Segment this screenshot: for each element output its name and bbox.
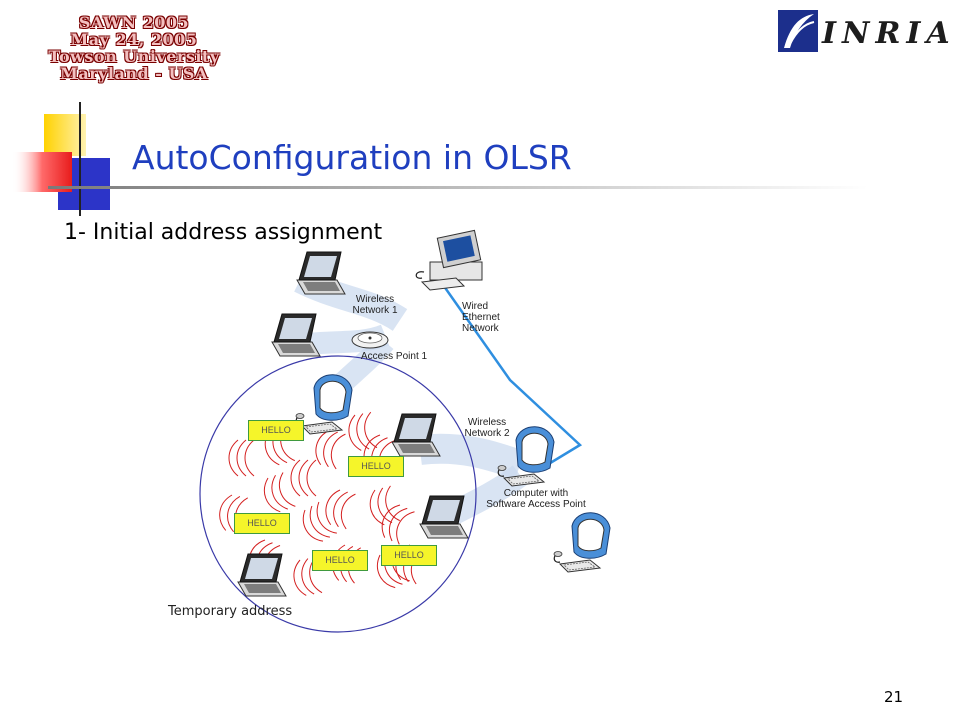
wireless-network-2-label: Wireless Network 2 <box>464 417 510 439</box>
wireless-network-1-label: Wireless Network 1 <box>352 294 398 316</box>
sawn-line-3: Towson University <box>48 47 220 66</box>
laptop-icon <box>296 251 346 295</box>
hello-message-box: HELLO <box>312 550 368 571</box>
hello-message-box: HELLO <box>248 420 304 441</box>
imac-computer-icon <box>553 512 611 573</box>
hello-message-box: HELLO <box>234 513 290 534</box>
slide-subtitle: 1- Initial address assignment <box>64 220 383 245</box>
ethernet-cable <box>432 271 583 470</box>
temporary-address-label: Temporary address <box>168 604 293 619</box>
slide-title: AutoConfiguration in OLSR <box>132 138 572 177</box>
access-point-1-label: Access Point 1 <box>360 351 428 362</box>
olsr-network-circle <box>199 355 477 633</box>
sawn-line-4: Maryland - USA <box>60 64 208 83</box>
computer-software-ap-label: Computer with Software Access Point <box>486 488 586 510</box>
imac-computer-icon <box>295 374 353 435</box>
inria-logo-icon <box>778 10 818 52</box>
page-number: 21 <box>884 688 904 706</box>
laptop-icon <box>237 553 287 597</box>
red-square <box>12 152 72 192</box>
sawn-line-1: SAWN 2005 <box>78 13 190 32</box>
sawn-conference-stamp: SAWN 2005 May 24, 2005 Towson University… <box>28 14 240 82</box>
inria-logo-text: INRIA <box>822 16 956 51</box>
sawn-line-2: May 24, 2005 <box>70 30 198 49</box>
hello-message-box: HELLO <box>381 545 437 566</box>
title-decoration <box>12 102 868 216</box>
wired-ethernet-label: Wired Ethernet Network <box>462 301 500 334</box>
access-point-icon <box>351 331 389 349</box>
hello-message-box: HELLO <box>348 456 404 477</box>
horizontal-rule <box>48 186 868 189</box>
desktop-pc-icon <box>415 229 483 291</box>
